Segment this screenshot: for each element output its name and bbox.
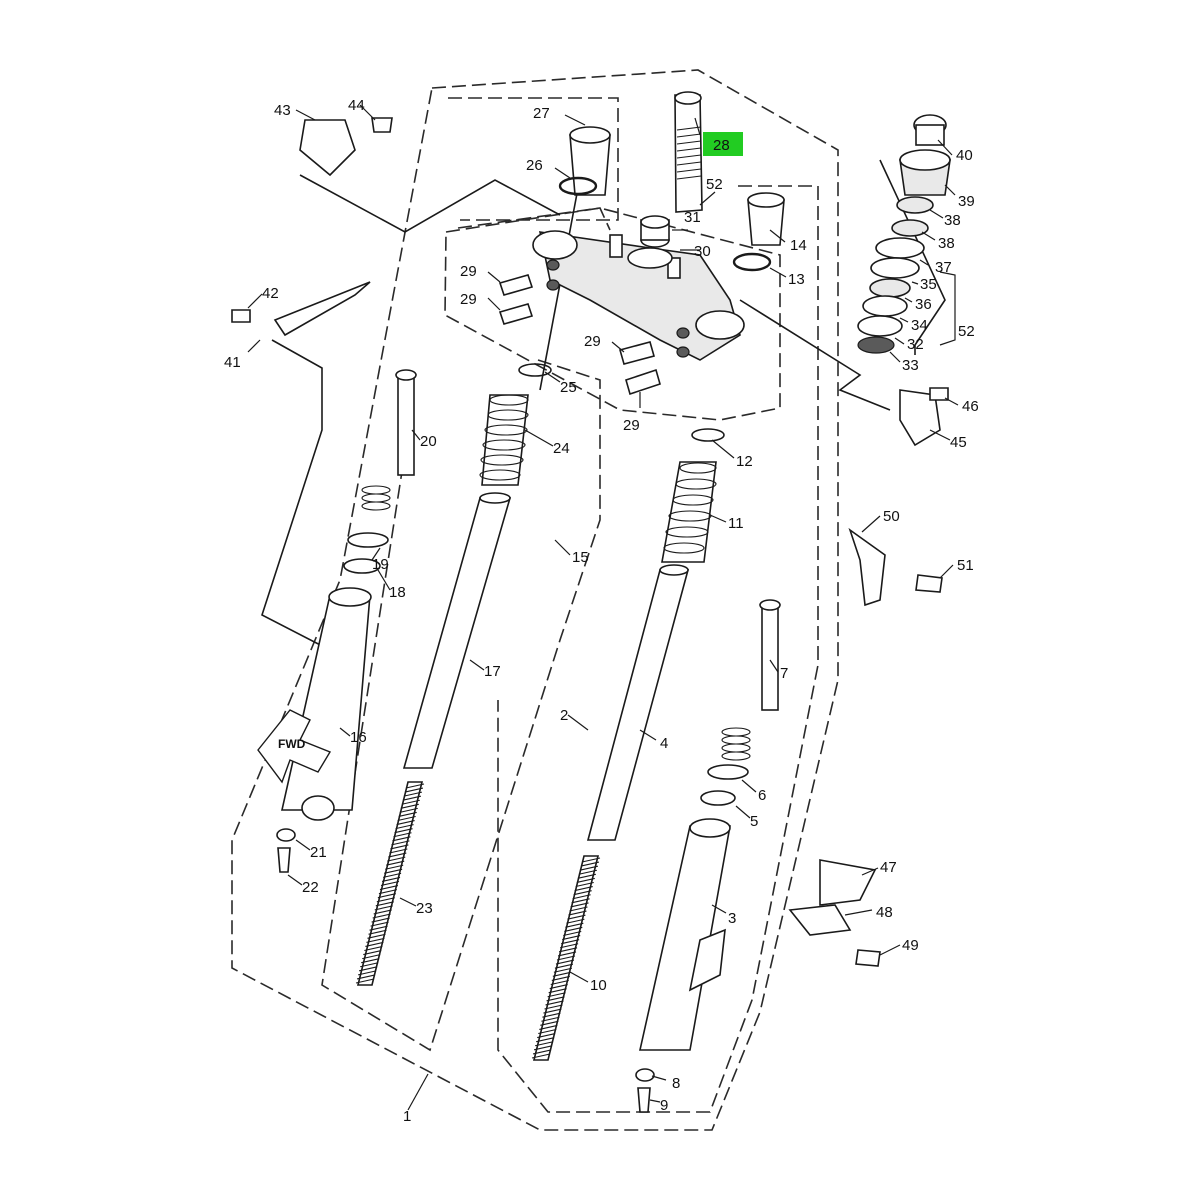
- label-25: 25: [560, 379, 577, 396]
- part-labels: 1 2 3 4 5 6 7 8 9 10 11 12 13 14 15 16 1…: [224, 97, 979, 1125]
- assembly-outlines: [231, 69, 839, 1131]
- inner-tube-part-4: [586, 569, 690, 841]
- fwd-label: FWD: [278, 737, 306, 751]
- label-35: 35: [920, 276, 937, 293]
- label-5: 5: [750, 813, 758, 830]
- steering-bearing-stack: [857, 114, 951, 354]
- bolts-part-29: [498, 274, 661, 396]
- label-49: 49: [902, 937, 919, 954]
- label-31: 31: [684, 209, 701, 226]
- label-20: 20: [420, 433, 437, 450]
- label-2: 2: [560, 707, 568, 724]
- label-47: 47: [880, 859, 897, 876]
- label-23: 23: [416, 900, 433, 917]
- label-10: 10: [590, 977, 607, 994]
- label-32: 32: [907, 336, 924, 353]
- fork-spring-part-10: [531, 855, 601, 1061]
- label-41: 41: [224, 354, 241, 371]
- label-17: 17: [484, 663, 501, 680]
- cap-bolt-part-27: [569, 134, 611, 196]
- highlight-box: [703, 132, 743, 156]
- inner-tube-part-17: [402, 497, 512, 769]
- label-1: 1: [403, 1108, 411, 1125]
- label-28: 28: [713, 137, 730, 154]
- right-fork-leg: [531, 428, 781, 1113]
- dust-boot-part-11: [661, 461, 717, 563]
- guide-lines: [261, 159, 946, 651]
- label-38-lower: 38: [938, 235, 955, 252]
- label-37: 37: [935, 259, 952, 276]
- label-42: 42: [262, 285, 279, 302]
- label-18: 18: [389, 584, 406, 601]
- label-44: 44: [348, 97, 365, 114]
- label-8: 8: [672, 1075, 680, 1092]
- rebound-spring-part: [361, 485, 391, 511]
- label-33: 33: [902, 357, 919, 374]
- label-13: 13: [788, 271, 805, 288]
- label-48: 48: [876, 904, 893, 921]
- label-12: 12: [736, 453, 753, 470]
- label-22: 22: [302, 879, 319, 896]
- label-29-bottom: 29: [623, 417, 640, 434]
- label-3: 3: [728, 910, 736, 927]
- steering-stem-part-28: [674, 94, 703, 213]
- label-29-lower: 29: [584, 333, 601, 350]
- label-36: 36: [915, 296, 932, 313]
- label-27: 27: [533, 105, 550, 122]
- label-43: 43: [274, 102, 291, 119]
- label-40: 40: [956, 147, 973, 164]
- label-39: 39: [958, 193, 975, 210]
- fork-spring-part-23: [355, 781, 425, 986]
- label-15: 15: [572, 549, 589, 566]
- label-19: 19: [372, 556, 389, 573]
- label-34: 34: [911, 317, 928, 334]
- damper-rod-part-7: [761, 604, 779, 711]
- label-52-right: 52: [958, 323, 975, 340]
- label-6: 6: [758, 787, 766, 804]
- label-29-upper: 29: [460, 263, 477, 280]
- label-38-upper: 38: [944, 212, 961, 229]
- label-14: 14: [790, 237, 807, 254]
- leader-lines: [247, 104, 959, 1111]
- label-26: 26: [526, 157, 543, 174]
- label-4: 4: [660, 735, 668, 752]
- label-21: 21: [310, 844, 327, 861]
- label-24: 24: [553, 440, 570, 457]
- handle-crown-assembly: [498, 91, 785, 396]
- damper-rod-part-20: [397, 374, 415, 476]
- label-51: 51: [957, 557, 974, 574]
- label-16: 16: [350, 729, 367, 746]
- label-30: 30: [694, 243, 711, 260]
- label-9: 9: [660, 1097, 668, 1114]
- label-45: 45: [950, 434, 967, 451]
- label-50: 50: [883, 508, 900, 525]
- label-29-middle: 29: [460, 291, 477, 308]
- outer-tube-part-16: [281, 594, 371, 811]
- label-11: 11: [728, 515, 744, 532]
- hose-clamps: [231, 117, 949, 967]
- fwd-arrow-icon: FWD: [257, 709, 332, 784]
- label-46: 46: [962, 398, 979, 415]
- label-7: 7: [780, 665, 788, 682]
- highlighted-part-28: 28: [703, 132, 743, 156]
- label-52-upper: 52: [706, 176, 723, 193]
